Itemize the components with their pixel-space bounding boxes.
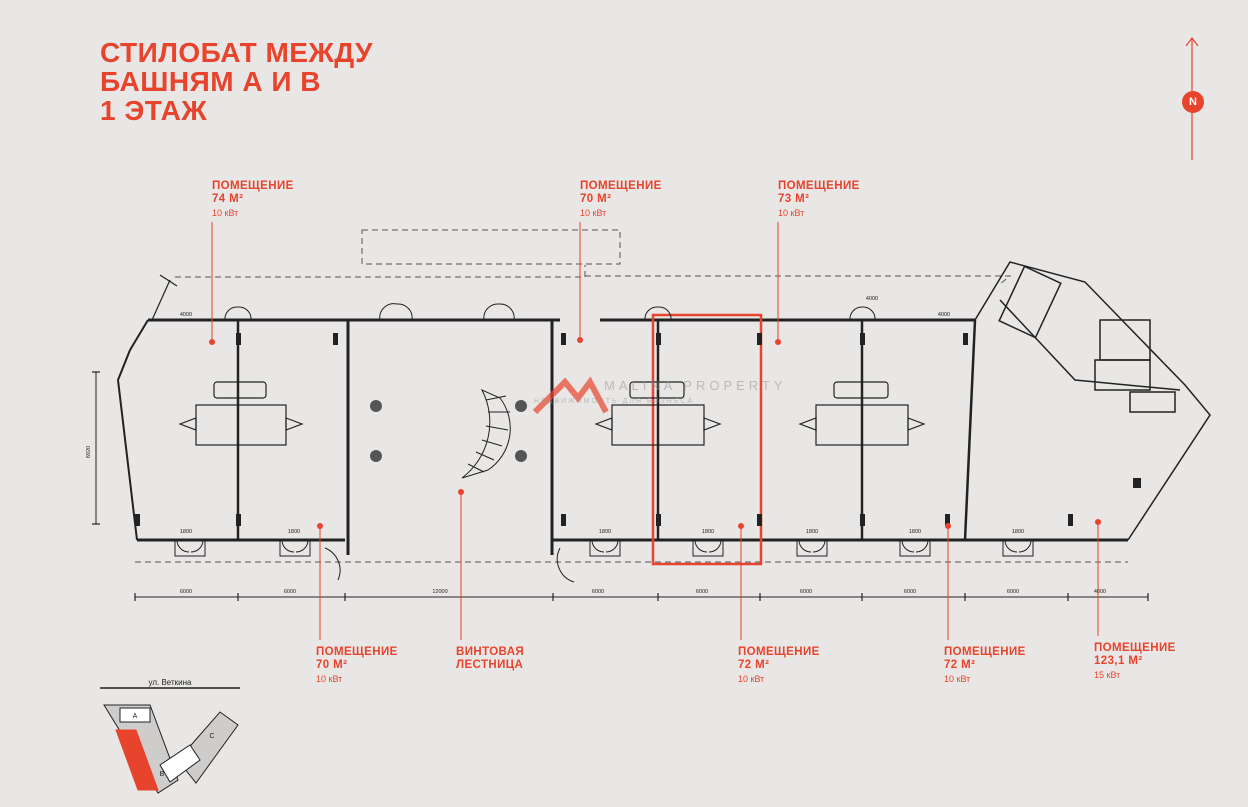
dim-text: 6000 — [800, 589, 812, 595]
dimension-lines — [92, 371, 1149, 601]
top-dim: 4000 — [180, 312, 192, 318]
columns — [135, 333, 1141, 526]
street-name: ул. Веткина — [148, 678, 192, 687]
spiral-stair — [461, 388, 511, 479]
top-dim: 4000 — [866, 296, 878, 302]
room-area: 70 М² — [580, 193, 612, 205]
building-a-label: A — [133, 713, 138, 720]
stair-name-2: ЛЕСТНИЦА — [456, 659, 524, 671]
dimension-texts: 6000 6000 12000 6000 6000 6000 6000 6000… — [86, 296, 1106, 595]
keymap-letters: A B C — [133, 713, 215, 778]
dim-text: 12000 — [432, 589, 447, 595]
top-dim: 4000 — [938, 312, 950, 318]
leader-lines — [211, 222, 1099, 640]
top-doors — [224, 303, 876, 321]
room-name: ПОМЕЩЕНИЕ — [1094, 642, 1176, 654]
upper-dashed-line — [175, 265, 586, 278]
dim-text: 6000 — [284, 589, 296, 595]
room-label-72-a: ПОМЕЩЕНИЕ 72 М² 10 кВт — [738, 646, 820, 686]
room-power: 10 кВт — [316, 674, 343, 684]
door-dim: 1800 — [1012, 529, 1024, 535]
selected-unit-outline — [651, 313, 763, 566]
room-area: 123,1 М² — [1094, 655, 1143, 667]
room-area: 73 М² — [778, 193, 810, 205]
dim-text: 6000 — [904, 589, 916, 595]
room-name: ПОМЕЩЕНИЕ — [580, 180, 662, 192]
dim-text: 6000 — [696, 589, 708, 595]
key-map — [100, 687, 240, 794]
bottom-doors — [174, 539, 1034, 583]
west-wall — [116, 349, 138, 541]
leader-dots — [209, 337, 1101, 529]
room-label-123: ПОМЕЩЕНИЕ 123,1 М² 15 кВт — [1094, 642, 1176, 682]
dim-text: 6000 — [1007, 589, 1019, 595]
door-dim: 1800 — [909, 529, 921, 535]
room-power: 10 кВт — [778, 208, 805, 218]
malina-logo-icon — [532, 376, 609, 415]
room-label-70-top: ПОМЕЩЕНИЕ 70 М² 10 кВт — [580, 180, 662, 220]
door-dim: 1800 — [599, 529, 611, 535]
room-power: 10 кВт — [944, 674, 971, 684]
door-dim: 1800 — [180, 529, 192, 535]
dim-text-left: 6920 — [86, 446, 92, 458]
watermark-brand: MALINA PROPERTY — [604, 378, 787, 393]
room-power: 10 кВт — [738, 674, 765, 684]
room-name: ПОМЕЩЕНИЕ — [944, 646, 1026, 658]
room-label-70-bottom: ПОМЕЩЕНИЕ 70 М² 10 кВт — [316, 646, 398, 686]
room-area: 70 М² — [316, 659, 348, 671]
wc-cores — [178, 381, 926, 446]
watermark-tagline: НЕДВИЖИМОСТЬ ДЛЯ БИЗНЕСА — [534, 398, 695, 405]
room-label-72-b: ПОМЕЩЕНИЕ 72 М² 10 кВт — [944, 646, 1026, 686]
room-name: ПОМЕЩЕНИЕ — [738, 646, 820, 658]
room-name: ПОМЕЩЕНИЕ — [316, 646, 398, 658]
room-power: 10 кВт — [580, 208, 607, 218]
room-name: ПОМЕЩЕНИЕ — [778, 180, 860, 192]
east-wing — [963, 261, 1211, 541]
stair-name: ВИНТОВАЯ — [456, 646, 525, 658]
title-line-1: СТИЛОБАТ МЕЖДУ — [100, 37, 373, 68]
room-power: 15 кВт — [1094, 670, 1121, 680]
dim-text: 6000 — [180, 589, 192, 595]
exterior-walls — [137, 318, 1128, 555]
dim-text: 4000 — [1094, 589, 1106, 595]
building-b-label: B — [160, 771, 165, 778]
title-line-3: 1 ЭТАЖ — [100, 95, 208, 126]
north-badge: N — [1182, 91, 1204, 113]
plan-title: СТИЛОБАТ МЕЖДУ БАШНЯМ А И В 1 ЭТАЖ — [100, 38, 373, 125]
door-dim: 1800 — [288, 529, 300, 535]
spiral-stair-label: ВИНТОВАЯ ЛЕСТНИЦА — [456, 646, 524, 672]
room-power: 10 кВт — [212, 208, 239, 218]
upper-dashed-line-2 — [585, 275, 1012, 285]
room-label-74: ПОМЕЩЕНИЕ 74 М² 10 кВт — [212, 180, 294, 220]
title-line-2: БАШНЯМ А И В — [100, 66, 321, 97]
partitions — [236, 320, 864, 540]
canopy-outline-dashed — [361, 229, 621, 265]
room-area: 72 М² — [944, 659, 976, 671]
door-dim: 1800 — [806, 529, 818, 535]
room-area: 74 М² — [212, 193, 244, 205]
hall-columns — [370, 400, 527, 462]
building-c-label: C — [209, 733, 214, 740]
room-area: 72 М² — [738, 659, 770, 671]
watermark: MALINA PROPERTY НЕДВИЖИМОСТЬ ДЛЯ БИЗНЕСА — [530, 378, 787, 410]
room-name: ПОМЕЩЕНИЕ — [212, 180, 294, 192]
room-label-73: ПОМЕЩЕНИЕ 73 М² 10 кВт — [778, 180, 860, 220]
door-dim: 1800 — [702, 529, 714, 535]
dim-text: 6000 — [592, 589, 604, 595]
